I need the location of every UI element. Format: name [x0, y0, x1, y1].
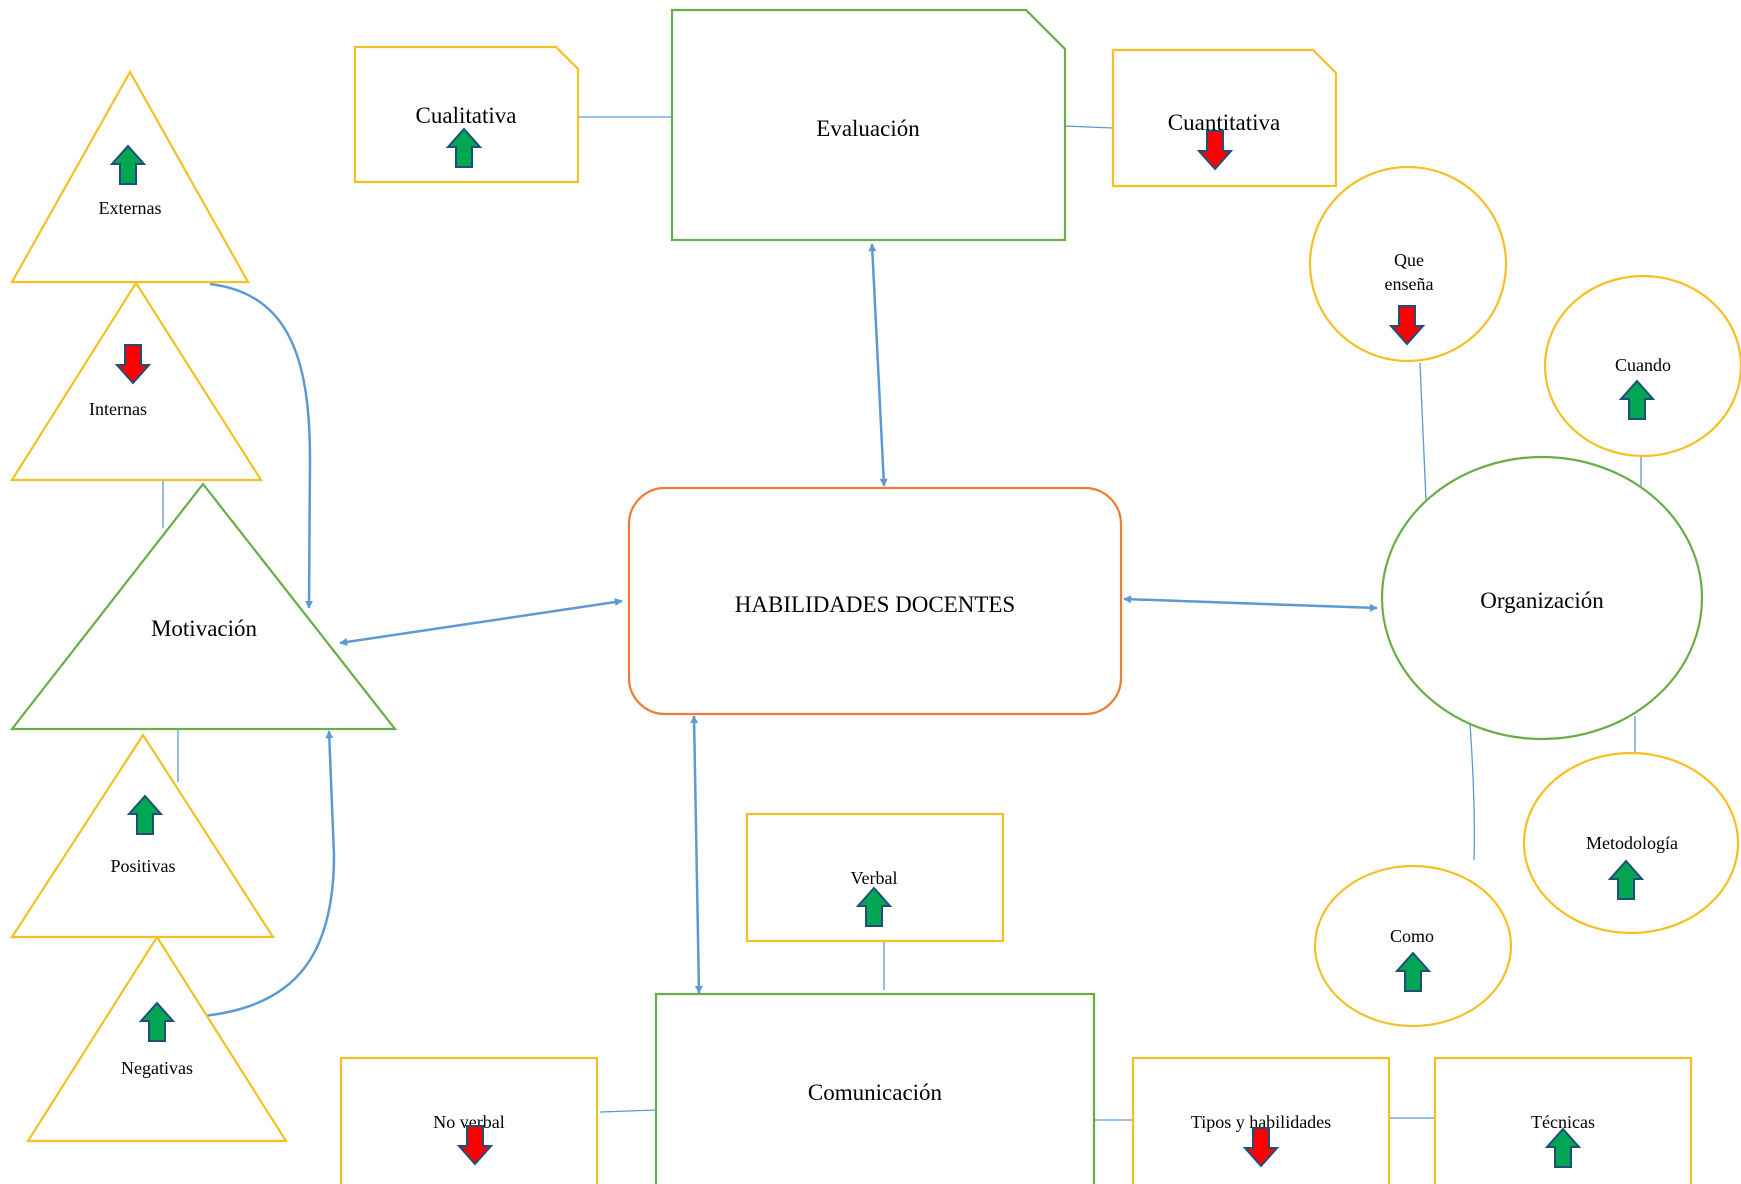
motivacion-node	[9, 482, 398, 731]
metodologia-label: Metodología	[1586, 833, 1678, 853]
queensena-down-arrow-icon	[1388, 305, 1426, 346]
cuando-node	[1543, 274, 1741, 458]
internas-down-arrow-icon	[114, 344, 152, 385]
arrow-center-organizacion	[1123, 595, 1378, 612]
como-label: Como	[1390, 926, 1434, 946]
noverbal-label: No verbal	[433, 1112, 504, 1132]
tecnicas-label: Técnicas	[1531, 1112, 1595, 1132]
como-node	[1313, 864, 1513, 1028]
cuantitativa-node	[1111, 48, 1338, 188]
evaluacion-node	[670, 8, 1067, 242]
arrow-negativas-motivacion	[202, 730, 336, 1018]
verbal-label: Verbal	[851, 868, 898, 888]
motivacion-label: Motivación	[151, 616, 258, 641]
arrow-center-motivacion	[339, 598, 623, 646]
arrow-center-comunicacion	[690, 715, 703, 994]
queensena-label-line1: Que	[1394, 250, 1424, 270]
metodologia-node	[1522, 751, 1740, 935]
negativas-up-arrow-icon	[138, 1001, 176, 1042]
externas-label: Externas	[99, 198, 162, 218]
cualitativa-node	[353, 45, 580, 184]
comunicacion-node	[654, 992, 1096, 1184]
organizacion-node	[1380, 455, 1704, 741]
organizacion-label: Organización	[1480, 588, 1604, 613]
evaluacion-label: Evaluación	[816, 116, 920, 141]
verbal-up-arrow-icon	[855, 886, 893, 927]
tecnicas-up-arrow-icon	[1544, 1127, 1582, 1168]
arrow-externas-motivacion	[209, 282, 314, 609]
cuando-label: Cuando	[1615, 355, 1671, 375]
connector-evaluacion-cuantitativa	[1064, 125, 1114, 129]
connector-queensena-organizacion	[1419, 362, 1427, 501]
positivas-up-arrow-icon	[126, 794, 164, 835]
connector-noverbal-comunicacion	[599, 1109, 657, 1113]
cuantitativa-down-arrow-icon	[1196, 130, 1234, 171]
noverbal-node	[339, 1056, 599, 1184]
noverbal-down-arrow-icon	[456, 1125, 494, 1166]
positivas-node	[9, 732, 276, 939]
connector-organizacion-como	[1469, 723, 1476, 861]
queensena-node	[1308, 165, 1508, 363]
comunicacion-label: Comunicación	[808, 1080, 943, 1105]
center-label: HABILIDADES DOCENTES	[735, 592, 1015, 617]
center-node	[627, 486, 1123, 716]
cuando-up-arrow-icon	[1618, 379, 1656, 420]
metodologia-up-arrow-icon	[1607, 859, 1645, 900]
queensena-label-line2: enseña	[1385, 274, 1434, 294]
positivas-label: Positivas	[110, 856, 175, 876]
internas-label: Internas	[89, 399, 147, 419]
cualitativa-label: Cualitativa	[416, 103, 517, 128]
como-up-arrow-icon	[1394, 951, 1432, 992]
arrow-evaluacion-center	[868, 243, 888, 487]
negativas-label: Negativas	[121, 1058, 193, 1078]
tipos-down-arrow-icon	[1242, 1127, 1280, 1168]
internas-node	[10, 280, 264, 482]
externas-up-arrow-icon	[109, 144, 147, 185]
tipos-label: Tipos y habilidades	[1191, 1112, 1331, 1132]
cualitativa-up-arrow-icon	[445, 127, 483, 168]
